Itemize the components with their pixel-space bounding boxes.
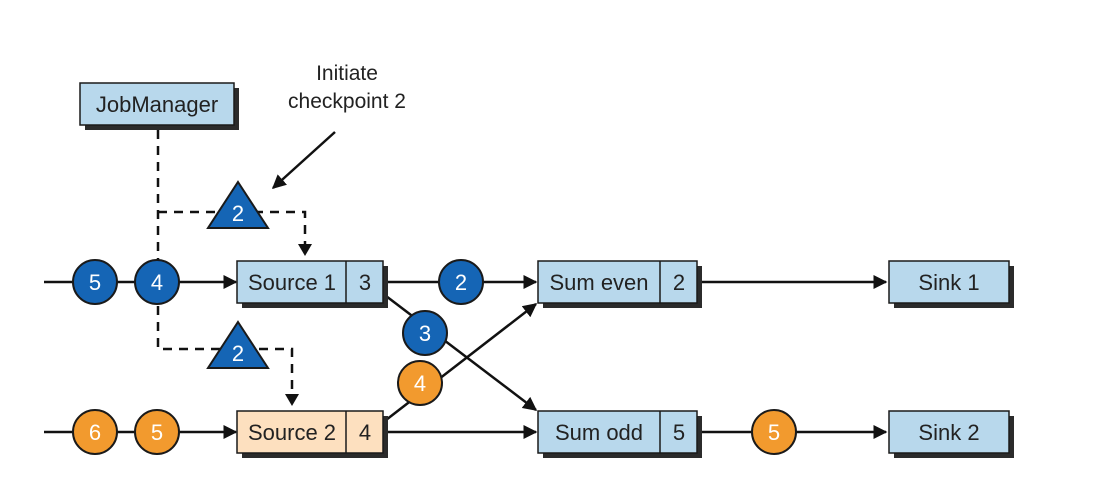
record-in-bottom-1: 6 xyxy=(72,409,118,455)
circle-record-icon xyxy=(72,409,118,455)
record-in-bottom-2: 5 xyxy=(134,409,180,455)
record-odd-to-sink2-label: 5 xyxy=(768,420,780,445)
record-in-top-2: 4 xyxy=(134,259,180,305)
barrier-top-label: 2 xyxy=(232,201,244,226)
sum-even-state: 2 xyxy=(673,270,685,295)
barrier-top: 2 xyxy=(206,180,270,229)
record-in-top-1-label: 5 xyxy=(89,270,101,295)
record-in-top-2-label: 4 xyxy=(151,270,163,295)
source1-control-arrowhead xyxy=(298,244,312,256)
circle-record-icon xyxy=(438,259,484,305)
source1-label: Source 1 xyxy=(248,270,336,295)
source1-control-line xyxy=(158,210,307,248)
record-src2-to-even-label: 4 xyxy=(414,371,426,396)
record-src1-to-even: 2 xyxy=(438,259,484,305)
record-in-bottom-1-label: 6 xyxy=(89,420,101,445)
circle-record-icon xyxy=(134,409,180,455)
operator-sink2: Sink 2 xyxy=(888,410,1014,458)
circle-record-icon xyxy=(134,259,180,305)
sum-odd-state: 5 xyxy=(673,420,685,445)
sink1-label: Sink 1 xyxy=(918,270,979,295)
record-odd-to-sink2: 5 xyxy=(751,409,797,455)
triangle-checkpoint-barrier-icon xyxy=(206,180,270,229)
annotation-line-2: checkpoint 2 xyxy=(288,90,406,113)
operator-sum-even: Sum even 2 xyxy=(537,260,702,308)
jobmanager-box: JobManager xyxy=(79,82,239,130)
annotation-line-1: Initiate xyxy=(316,62,378,85)
record-in-bottom-2-label: 5 xyxy=(151,420,163,445)
record-src1-to-even-label: 2 xyxy=(455,270,467,295)
source2-state: 4 xyxy=(359,420,371,445)
annotation-arrow xyxy=(271,131,336,189)
circle-record-icon xyxy=(402,310,448,356)
record-in-top-1: 5 xyxy=(72,259,118,305)
operator-sum-odd: Sum odd 5 xyxy=(537,410,702,458)
circle-record-icon xyxy=(751,409,797,455)
record-src2-to-even: 4 xyxy=(397,360,443,406)
operator-sink1: Sink 1 xyxy=(888,260,1014,308)
source2-label: Source 2 xyxy=(248,420,336,445)
sum-even-label: Sum even xyxy=(549,270,648,295)
record-src1-to-odd-label: 3 xyxy=(419,321,431,346)
triangle-checkpoint-barrier-icon xyxy=(206,320,270,369)
jobmanager-label: JobManager xyxy=(96,92,218,117)
sum-odd-label: Sum odd xyxy=(555,420,643,445)
circle-record-icon xyxy=(397,360,443,406)
sink2-label: Sink 2 xyxy=(918,420,979,445)
source2-control-arrowhead xyxy=(285,394,299,406)
operator-source1: Source 1 3 xyxy=(236,260,388,308)
source1-state: 3 xyxy=(359,270,371,295)
barrier-bottom: 2 xyxy=(206,320,270,369)
operator-source2: Source 2 4 xyxy=(236,410,388,458)
record-src1-to-odd: 3 xyxy=(402,310,448,356)
circle-record-icon xyxy=(72,259,118,305)
barrier-bottom-label: 2 xyxy=(232,341,244,366)
control-lines xyxy=(156,130,307,398)
